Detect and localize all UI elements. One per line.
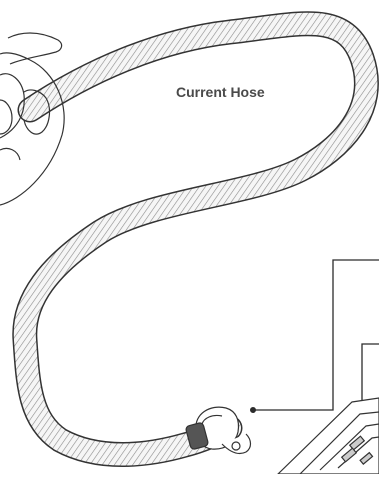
- leader-line-device: [362, 344, 379, 403]
- leader-line-dot-icon: [250, 407, 256, 413]
- leader-line-hose: [253, 260, 379, 410]
- hose-label: Current Hose: [176, 84, 265, 100]
- leader-lines: [253, 260, 379, 410]
